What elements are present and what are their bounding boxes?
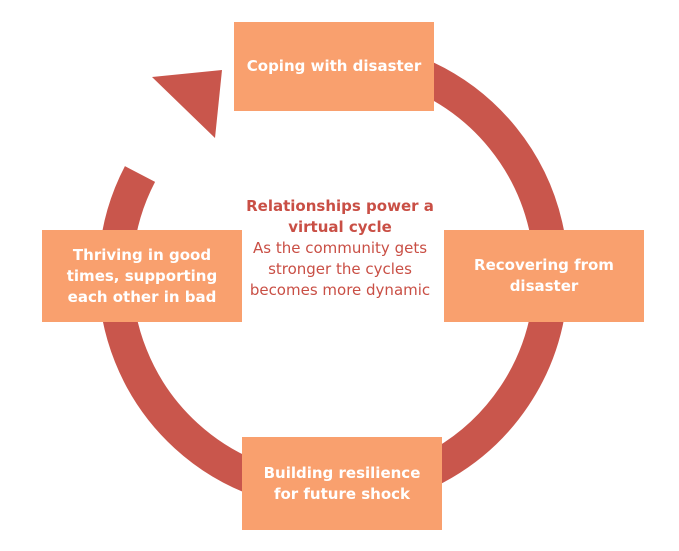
stage-box-coping: Coping with disaster <box>234 22 434 111</box>
stage-label-recovering: Recovering from disaster <box>474 256 614 295</box>
stage-box-building-resilience: Building resilience for future shock <box>242 437 442 530</box>
stage-label-thriving: Thriving in good times, supporting each … <box>66 245 218 306</box>
stage-label-coping: Coping with disaster <box>246 57 422 75</box>
center-body: As the community gets stronger the cycle… <box>249 239 431 299</box>
cycle-arrowhead <box>152 70 222 138</box>
stage-label-building-resilience: Building resilience for future shock <box>263 463 421 503</box>
stage-box-recovering: Recovering from disaster <box>444 230 644 322</box>
center-caption: Relationships power a virtual cycle As t… <box>245 196 435 301</box>
cycle-ring <box>98 40 569 510</box>
stage-box-thriving: Thriving in good times, supporting each … <box>42 230 242 322</box>
center-title: Relationships power a virtual cycle <box>246 197 434 236</box>
